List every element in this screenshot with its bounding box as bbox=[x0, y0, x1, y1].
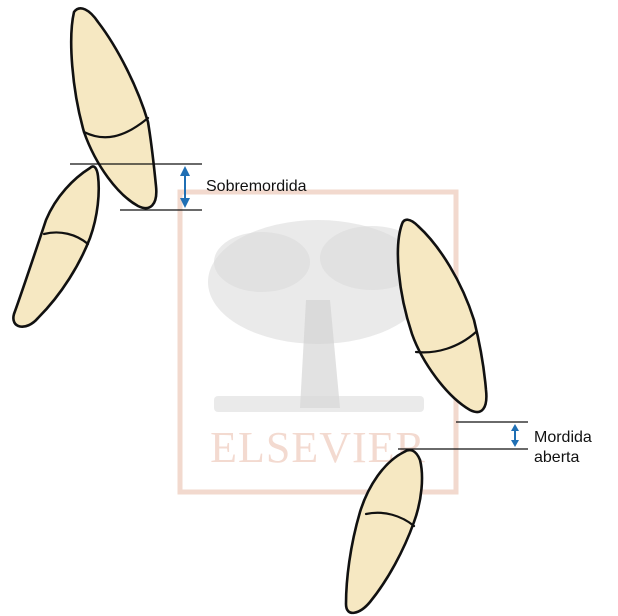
overbite-label: Sobremordida bbox=[206, 178, 307, 195]
overbite-lower-incisor bbox=[13, 166, 98, 326]
open-bite-label-line2: aberta bbox=[534, 449, 579, 466]
open-bite-lower-incisor bbox=[346, 450, 422, 613]
open-bite-label-line1: Mordida bbox=[534, 429, 592, 446]
open-bite-measure: Mordida aberta bbox=[398, 422, 592, 466]
open-bite-upper-incisor bbox=[398, 220, 486, 412]
watermark-tree-icon bbox=[208, 220, 428, 412]
open-bite-arrow-icon bbox=[511, 424, 519, 447]
